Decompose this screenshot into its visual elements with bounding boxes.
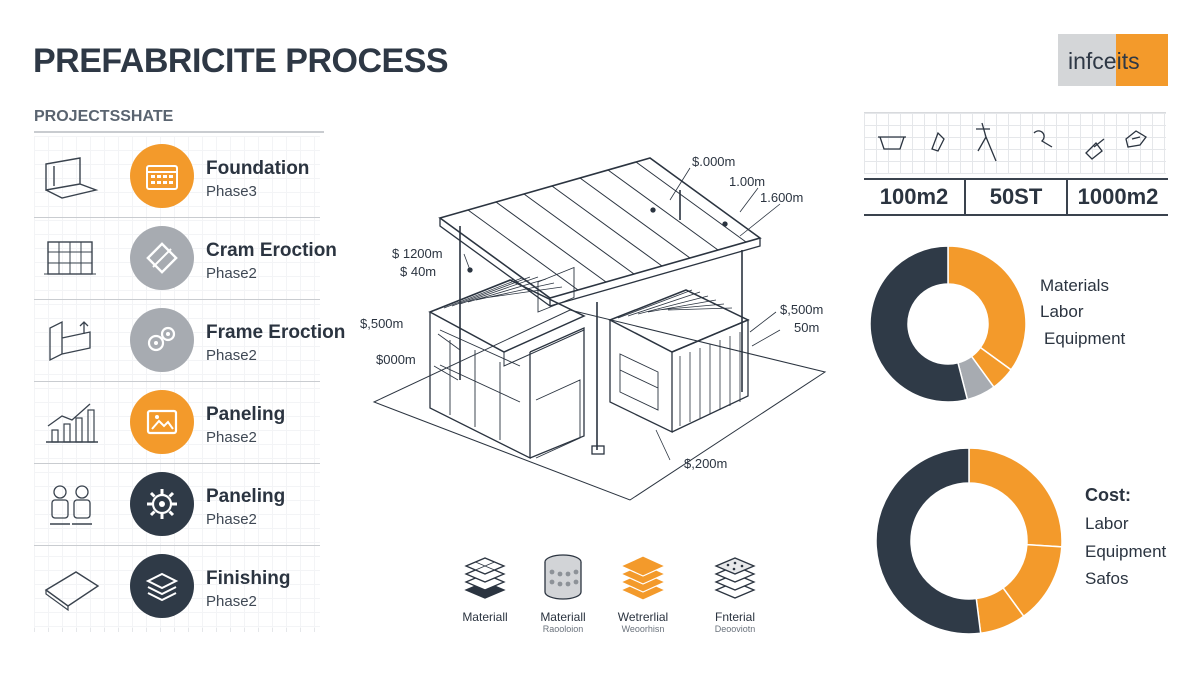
phase-badge	[130, 226, 194, 290]
material-label: Wetrerlial	[617, 610, 669, 624]
stat-value: 100m2	[879, 184, 949, 209]
phase-name: Cram Eroction	[206, 240, 337, 261]
growth-chart-sketch-icon	[46, 403, 98, 443]
material-sublabel: Raooloion	[542, 624, 584, 634]
donut-slice-0	[968, 447, 1063, 548]
phase-list: Foundation Phase3 Cram Eroction Phase2	[34, 136, 345, 632]
material-label: Fnterial	[714, 610, 755, 624]
materials-donut-chart	[869, 245, 1027, 403]
material-item: Fnterial Deooviotn	[690, 550, 780, 634]
workers-sketch-icon	[50, 485, 92, 525]
dimension-label: $000m	[376, 352, 416, 367]
phase-name: Finishing	[206, 568, 291, 589]
dimension-label: $.000m	[692, 154, 736, 169]
dimension-label: 1.600m	[760, 190, 804, 205]
material-label: Materiall	[462, 610, 508, 624]
donut-slice-3	[869, 245, 969, 403]
legend-item: Labor	[1040, 302, 1084, 321]
phase-row: Paneling Phase2	[34, 382, 320, 464]
divider	[34, 131, 324, 133]
phase-label: Phase2	[206, 347, 257, 364]
phase-badge	[130, 472, 194, 536]
phase-badge	[130, 554, 194, 618]
legend-item: Safos	[1085, 569, 1129, 588]
material-item: Materiall	[440, 550, 530, 624]
materials-row: Materiall Materiall Raooloion Wetrerlial…	[440, 550, 790, 640]
dimension-label: $,500m	[780, 302, 824, 317]
legend-item: Materials	[1040, 276, 1109, 295]
donut-slice-3	[875, 447, 982, 635]
material-sublabel: Weoorhisn	[621, 624, 665, 634]
orange-stack-icon	[619, 555, 667, 601]
dimension-label: 1.00m	[729, 174, 766, 189]
cost-donut-chart	[875, 447, 1063, 635]
phase-row: Foundation Phase3	[34, 136, 320, 218]
gears-icon	[147, 326, 176, 352]
dimension-label: $,200m	[684, 456, 728, 471]
chart-title: Cost:	[1085, 485, 1131, 505]
tile-stack-icon	[464, 557, 506, 599]
phase-row: Paneling Phase2	[34, 464, 320, 546]
phase-name: Paneling	[206, 486, 286, 507]
panel-icon	[146, 409, 178, 435]
gear-icon	[147, 489, 177, 519]
tool-sketches	[878, 122, 1147, 162]
isometric-building-drawing: $.000m 1.00m 1.600m $ 1200m $ 40m $,500m…	[340, 140, 840, 530]
phase-name: Frame Eroction	[206, 322, 346, 343]
phase-badge	[130, 144, 194, 208]
phase-row: Cram Eroction Phase2	[34, 218, 337, 300]
calendar-icon	[146, 165, 178, 190]
material-sublabel: Deooviotn	[714, 624, 756, 634]
material-item: Materiall Raooloion	[518, 550, 608, 634]
phase-label: Phase3	[206, 183, 257, 200]
material-label: Materiall	[540, 610, 586, 624]
phase-label: Phase2	[206, 511, 257, 528]
tool-sketch-strip	[864, 112, 1166, 174]
phase-name: Paneling	[206, 404, 286, 425]
legend-item: Equipment	[1044, 329, 1126, 348]
brand-logo: infceits	[1058, 34, 1168, 86]
phase-badge	[130, 390, 194, 454]
layers-icon	[145, 572, 179, 602]
legend-item: Equipment	[1085, 542, 1167, 561]
building-drawing	[372, 157, 827, 501]
phase-label: Phase2	[206, 593, 257, 610]
dimension-label: $,500m	[360, 316, 404, 331]
frame-sketch-icon	[49, 320, 91, 362]
stats-row: 100m2 50ST 1000m2	[864, 178, 1168, 216]
logo-text: infceits	[1068, 48, 1140, 74]
phase-label: Phase2	[206, 429, 257, 446]
donut-slice-0	[947, 245, 1027, 371]
section-heading: PROJECTSSHATE	[34, 108, 174, 125]
cylinder-icon	[544, 554, 582, 600]
dimension-label: $ 40m	[400, 264, 437, 279]
material-item: Wetrerlial Weoorhisn	[598, 550, 688, 634]
phase-badge	[130, 308, 194, 372]
stat-value: 1000m2	[1066, 180, 1168, 214]
phase-row: Finishing Phase2	[34, 546, 320, 628]
beam-icon	[146, 242, 178, 274]
phase-row: Frame Eroction Phase2	[34, 300, 345, 382]
phase-label: Phase2	[206, 265, 257, 282]
pattern-stack-icon	[714, 557, 756, 599]
dimension-label: 50m	[794, 320, 820, 335]
foundation-sketch-icon	[45, 157, 99, 199]
stat-value: 50ST	[964, 180, 1066, 214]
phase-name: Foundation	[206, 158, 310, 179]
dimension-label: $ 1200m	[392, 246, 443, 261]
page-title: PREFABRICITE PROCESS	[33, 42, 449, 80]
panel-sheet-sketch-icon	[44, 571, 100, 612]
legend-item: Labor	[1085, 514, 1129, 533]
grid-frame-sketch-icon	[44, 241, 96, 275]
